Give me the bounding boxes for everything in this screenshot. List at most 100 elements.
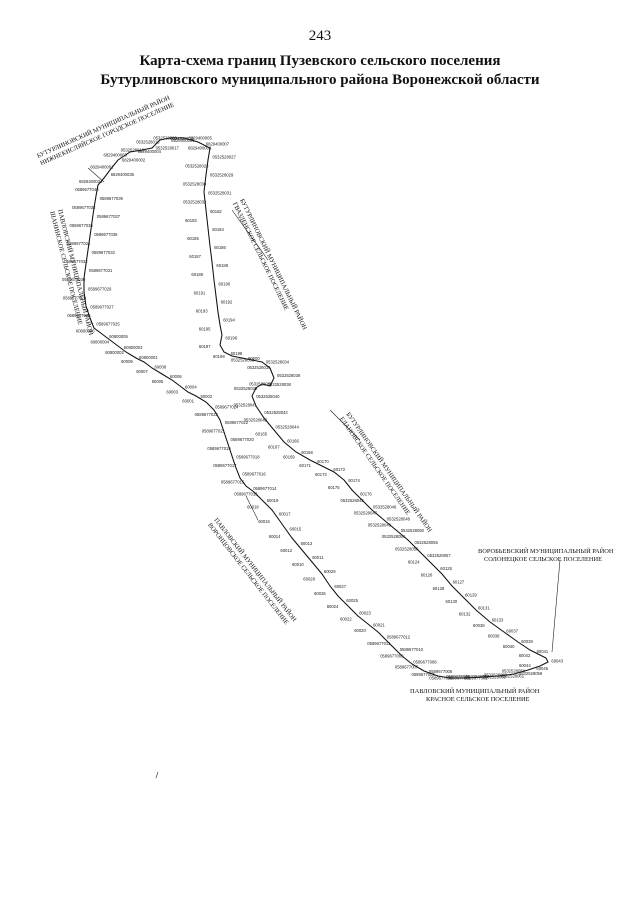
boundary-point-label: 0532528030: [183, 182, 207, 187]
boundary-point-label: 0532528043: [244, 418, 268, 423]
leader-line-vorontsovka: [245, 495, 259, 521]
boundary-point-label: 0589677027: [90, 304, 114, 309]
label-line: КРАСНОЕ СЕЛЬСКОЕ ПОСЕЛЕНИЕ: [426, 696, 530, 703]
boundary-point-label: 0589677037: [97, 214, 121, 219]
boundary-point-label: 60188: [216, 263, 228, 268]
boundary-point-label: 0532528032: [183, 200, 207, 205]
boundary-point-label: 60200: [248, 356, 260, 361]
boundary-point-label: 0532528059: [519, 671, 543, 676]
neighbor-label-vorontsovka: ПАВЛОВСКИЙ МУНИЦИПАЛЬНЫЙ РАЙОН ВОРОНЦОВС…: [206, 516, 298, 626]
boundary-point-label: 0589677035: [94, 232, 118, 237]
boundary-point-label: 60170: [317, 459, 329, 464]
boundary-point-label: 0589677028: [63, 295, 87, 300]
boundary-point-label: 0532528029: [210, 173, 234, 178]
boundary-point-label: 0589677003: [429, 676, 453, 681]
boundary-point-label: 0532528047: [354, 511, 378, 516]
boundary-point-label: 0532528040: [256, 394, 280, 399]
boundary-point-label: 0532528041: [234, 402, 258, 407]
boundary-point-label: 0532528034: [266, 360, 290, 365]
boundary-point-label: 0589677006: [429, 669, 453, 674]
boundary-point-label: 0589677002: [464, 676, 488, 681]
boundary-point-label: 0532528063: [483, 675, 507, 680]
boundary-point-label: 0589677021: [202, 429, 226, 434]
boundary-point-label: 0589677030: [62, 277, 86, 282]
boundary-point-label: 60195: [199, 326, 211, 331]
boundary-point-label: 60013: [301, 541, 313, 546]
boundary-point-label: 60197: [199, 344, 211, 349]
boundary-point-labels: 6828400034682940003568294000016829400002…: [62, 136, 564, 681]
boundary-point-label: 0589677004: [446, 674, 470, 679]
boundary-point-label: 0589677029: [88, 286, 112, 291]
boundary-point-label: 0532528027: [213, 155, 237, 160]
boundary-point-label: 0589677013: [234, 492, 258, 497]
boundary-point-label: 0589677015: [221, 479, 245, 484]
title-line-1: Карта-схема границ Пузевского сельского …: [139, 53, 501, 69]
boundary-point-label: 0532528057: [427, 553, 451, 558]
boundary-point-label: 60021: [373, 622, 385, 627]
boundary-point-label: 0532528050: [401, 528, 425, 533]
boundary-point-label: 60024: [327, 604, 339, 609]
boundary-point-label: 60025: [346, 598, 358, 603]
boundary-point-label: 0589677033: [92, 250, 116, 255]
boundary-point-label: 60043: [551, 658, 563, 663]
boundary-point-label: 60014: [269, 534, 281, 539]
boundary-point-label: 0532528018: [136, 139, 160, 144]
boundary-point-label: 0589677010: [400, 647, 424, 652]
leader-line-nizhnekisly: [87, 167, 105, 183]
boundary-point-label: 0589677011: [367, 641, 391, 646]
boundary-point-label: 60800001: [139, 355, 158, 360]
boundary-point-label: 0589677039: [100, 196, 124, 201]
boundary-point-label: 0532528055: [415, 540, 439, 545]
boundary-point-label: 6829400007: [206, 141, 230, 146]
boundary-point-label: 60128: [433, 586, 445, 591]
boundary-point-label: 0532528016: [121, 147, 145, 152]
label-line: ВОРОБЬЕВСКИЙ МУНИЦИПАЛЬНЫЙ РАЙОН: [478, 547, 614, 555]
boundary-point-label: 0532528037: [249, 381, 273, 386]
boundary-point-label: 60186: [214, 245, 226, 250]
label-line: СОЛОНЕЦКОЕ СЕЛЬСКОЕ ПОСЕЛЕНИЕ: [484, 556, 602, 563]
boundary-point-label: 60191: [194, 290, 206, 295]
boundary-point-label: 60171: [299, 463, 311, 468]
boundary-point-label: 0532528048: [387, 516, 411, 521]
boundary-point-label: 0532528017: [156, 146, 180, 151]
boundary-point-label: 0589677040: [75, 187, 99, 192]
title-line-2: Бутурлиновского муниципального района Во…: [100, 72, 540, 88]
neighbor-label-pavl-shanino: ПАВЛОВСКИЙ МУНИЦИПАЛЬНЫЙ РАЙОН ШАНИНСКОЕ…: [48, 209, 95, 337]
boundary-point-label: 60007: [136, 369, 148, 374]
boundary-point-label: 60004: [185, 384, 197, 389]
leader-line-solontsy: [551, 559, 561, 653]
boundary-point-label: 0589677007: [395, 664, 419, 669]
boundary-point-label: 60010: [292, 562, 304, 567]
boundary-point-label: 0532528060: [484, 673, 508, 678]
boundary-point-label: 60012: [280, 548, 292, 553]
boundary-point-label: 0532528062: [466, 674, 490, 679]
boundary-point-label: 60199: [213, 354, 225, 359]
boundary-point-label: 0589677012: [387, 634, 411, 639]
neighbor-label-gvazdy: БУТУРЛИНОВСКИЙ МУНИЦИПАЛЬНЫЙ РАЙОН ГВАЗД…: [231, 197, 309, 331]
boundary-point-label: 60039: [521, 639, 533, 644]
boundary-point-label: 60041: [537, 649, 549, 654]
leader-line-elanovka: [329, 409, 361, 441]
boundary-point-label: 60185: [187, 236, 199, 241]
boundary-point-label: 0532528058: [502, 669, 526, 674]
boundary-point-label: 60174: [348, 478, 360, 483]
boundary-point-label: 0532528044: [276, 425, 300, 430]
boundary-point-label: 0589677024: [215, 405, 239, 410]
boundary-point-label: 60029: [324, 569, 336, 574]
boundary-point-label: 0532528038: [268, 382, 292, 387]
boundary-point-label: 60189: [191, 272, 203, 277]
boundary-point-label: 60020: [354, 628, 366, 633]
boundary-point-label: 60019: [267, 498, 279, 503]
boundary-point-label: 60165: [255, 432, 267, 437]
boundary-point-label: 0532528046: [373, 505, 397, 510]
boundary-point-label: 0589677038: [72, 205, 96, 210]
boundary-point-label: 60006: [170, 374, 182, 379]
boundary-point-label: 6829400005: [189, 136, 213, 141]
boundary-point-label: 60003: [166, 390, 178, 395]
boundary-point-label: 0589677008: [413, 659, 437, 664]
boundary-point-label: 60129: [465, 593, 477, 598]
boundary-point-label: 6829400006: [171, 138, 195, 143]
boundary-point-label: 6829400001: [90, 165, 114, 170]
boundary-point-label: 60132: [459, 612, 471, 617]
boundary-point-label: 6829400003: [104, 153, 128, 158]
